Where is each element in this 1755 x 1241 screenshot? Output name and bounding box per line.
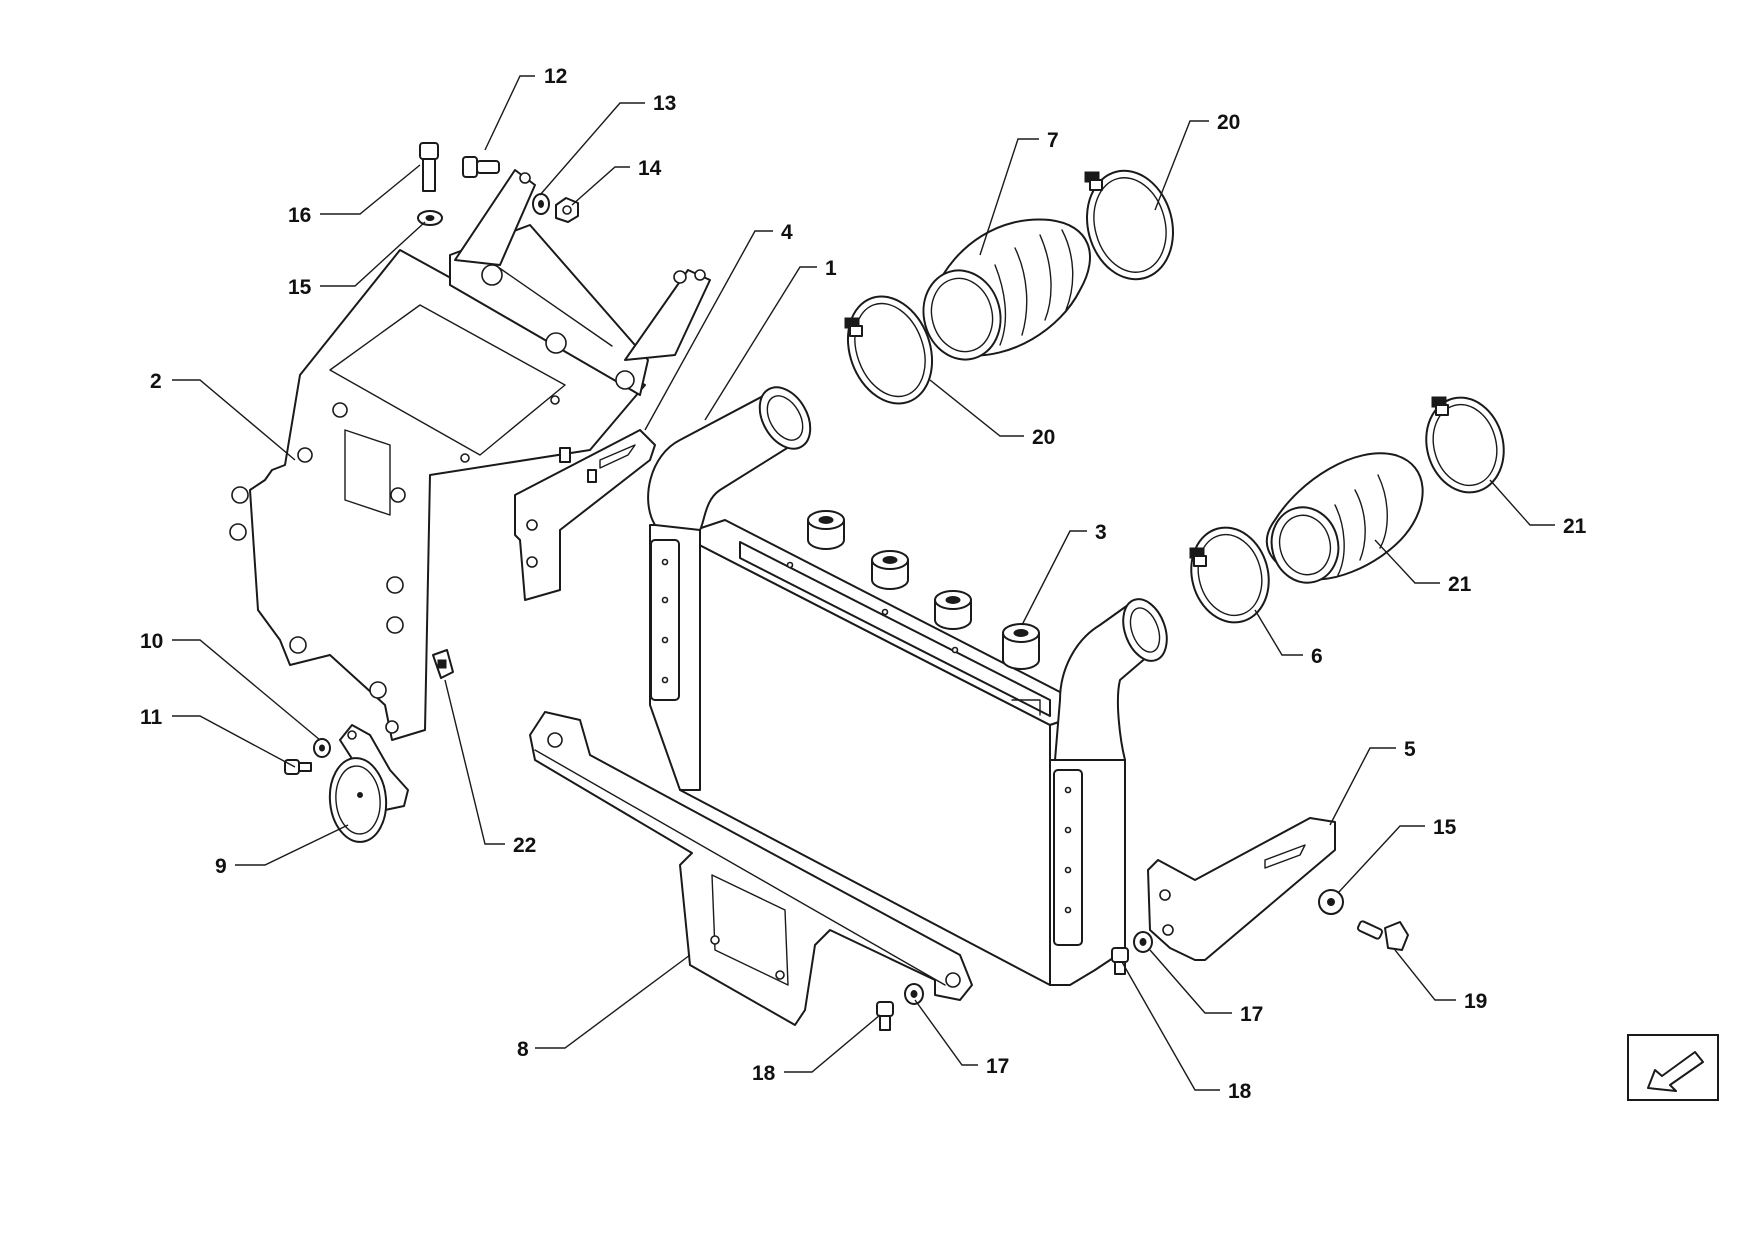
callout-15-right: 15: [1433, 816, 1457, 839]
part-1-intercooler: [647, 386, 1168, 986]
callout-8: 8: [517, 1038, 529, 1061]
callout-20-lower: 20: [1032, 426, 1055, 449]
part-14-nut: [555, 197, 579, 223]
part-17-washer-right: [1133, 931, 1153, 953]
part-19-wing-bolt: [1356, 920, 1409, 951]
callout-16: 16: [288, 204, 311, 227]
callout-11: 11: [140, 706, 163, 729]
callout-3: 3: [1095, 521, 1107, 544]
callout-12: 12: [544, 65, 567, 88]
part-5-right-bracket: [1147, 817, 1336, 961]
callout-22: 22: [513, 834, 536, 857]
callout-17-right: 17: [1240, 1003, 1263, 1026]
callout-21-upper: 21: [1563, 515, 1587, 538]
part-18-bolt-right: [1111, 947, 1129, 975]
part-8-lower-bracket: [529, 711, 973, 1026]
callout-18-lower: 18: [752, 1062, 776, 1085]
part-16-bolt: [419, 142, 439, 192]
callout-19: 19: [1464, 990, 1487, 1013]
leader-lines: [172, 75, 1555, 1091]
part-18-bolt-lower: [876, 1001, 894, 1031]
callout-21-lower: 21: [1448, 573, 1472, 596]
orientation-arrow-icon: [1627, 1034, 1719, 1101]
callout-9: 9: [215, 855, 227, 878]
part-20-clamp-lower: [844, 295, 934, 405]
part-21-clamp-upper: [1425, 396, 1505, 494]
part-2-support-bracket: [229, 169, 711, 741]
callout-1: 1: [825, 257, 837, 280]
part-6-hose: [1265, 452, 1424, 584]
callout-4: 4: [781, 221, 793, 244]
part-3-rubber-mounts: [807, 510, 1040, 670]
callout-13: 13: [653, 92, 676, 115]
part-22-clip: [432, 649, 454, 679]
callout-7: 7: [1047, 129, 1059, 152]
part-11-screw: [284, 759, 312, 775]
callout-15-top: 15: [288, 276, 312, 299]
callout-5: 5: [1404, 738, 1416, 761]
callout-10: 10: [140, 630, 163, 653]
part-13-washer: [532, 193, 550, 215]
part-21-clamp-lower: [1189, 526, 1270, 624]
callout-20-upper: 20: [1217, 111, 1240, 134]
callout-labels: 12 13 14 16 15 4 1 2 3 7 20 20 21 21 6 5…: [140, 65, 1587, 1103]
part-7-hose: [922, 218, 1091, 361]
part-15-washer-top: [417, 210, 443, 226]
callout-14: 14: [638, 157, 662, 180]
callout-17-lower: 17: [986, 1055, 1009, 1078]
part-4-angle-bracket: [514, 429, 656, 601]
part-9-horn: [328, 724, 409, 843]
part-12-bolt: [462, 156, 500, 178]
part-10-washer: [313, 738, 331, 758]
part-17-washer-lower: [904, 983, 924, 1005]
part-20-clamp-upper: [1084, 169, 1174, 281]
part-15-washer-right: [1318, 889, 1344, 915]
callout-6: 6: [1311, 645, 1323, 668]
callout-18-right: 18: [1228, 1080, 1252, 1103]
callout-2: 2: [150, 370, 162, 393]
